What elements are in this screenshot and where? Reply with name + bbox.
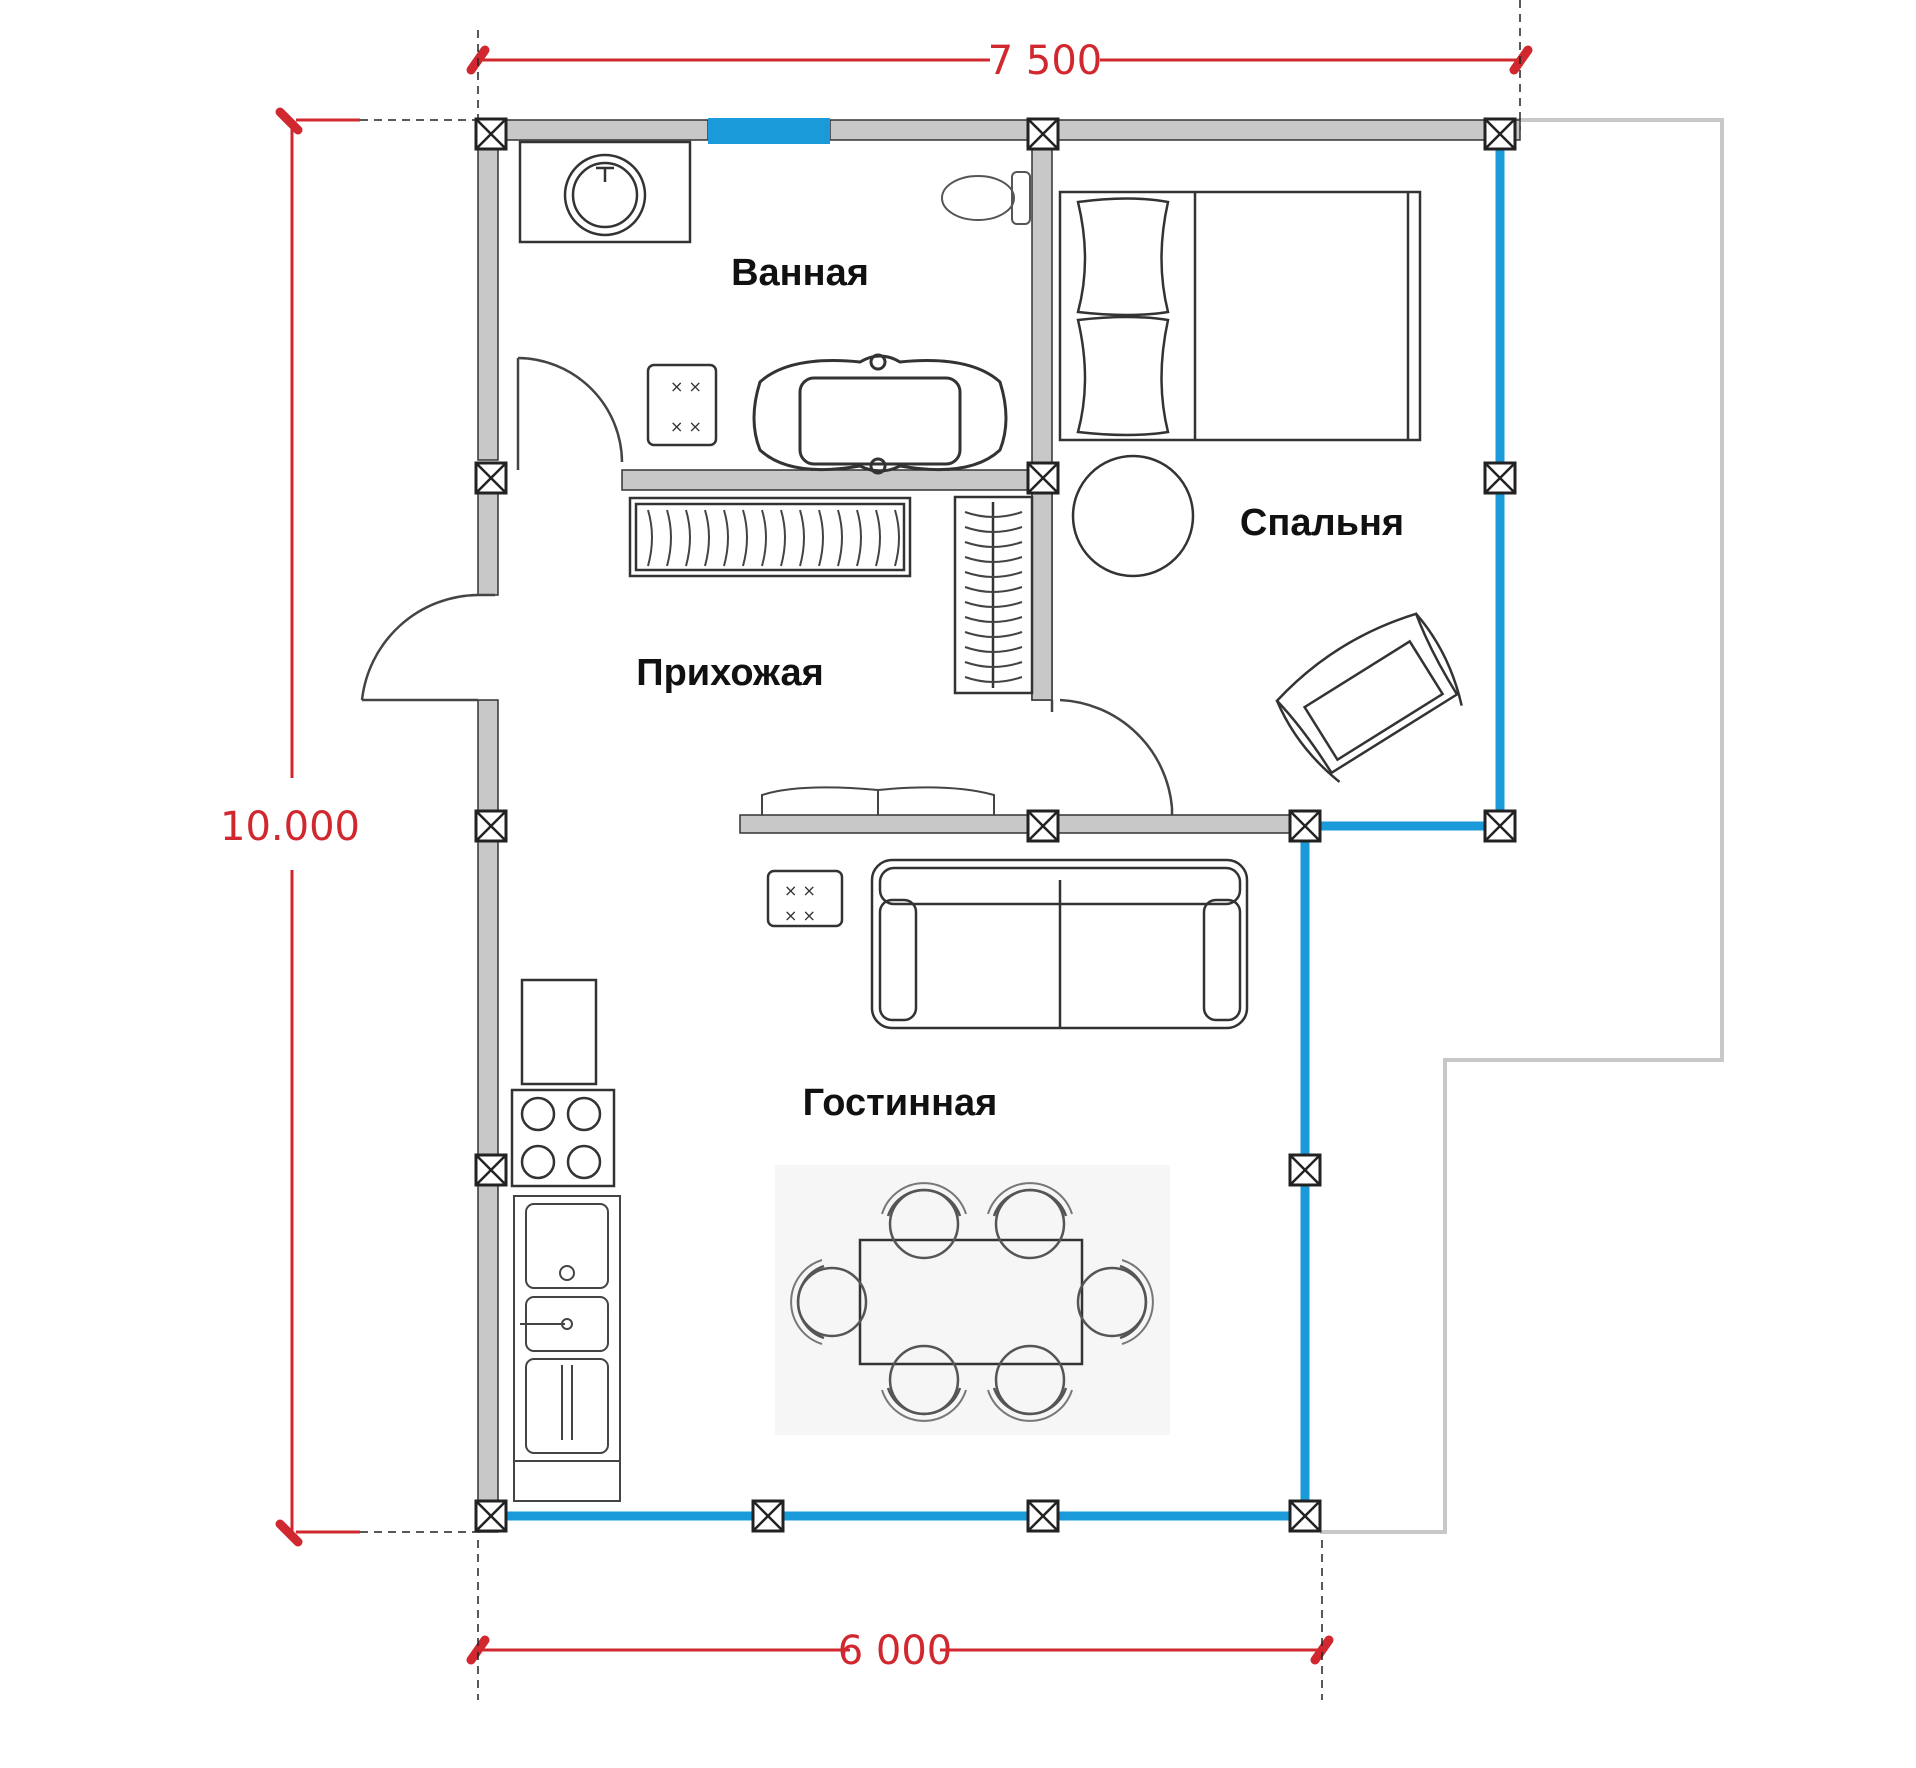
room-label-living-room: Гостинная: [803, 1082, 998, 1124]
wardrobe-hanger: [964, 676, 1023, 683]
wall-bedroom-hall: [1031, 479, 1053, 701]
svg-text:× ×: × ×: [784, 881, 816, 900]
hall-radiator: [628, 496, 912, 578]
wardrobe-hanger: [964, 571, 1023, 578]
dimension-bottom: [466, 1635, 1334, 1665]
washing-machine: × × × ×: [646, 363, 718, 447]
wardrobe-hanger: [964, 601, 1023, 608]
radiator-fin: [818, 509, 824, 567]
radiator-fin: [704, 509, 710, 567]
wardrobe-hanger: [964, 646, 1023, 653]
radiator-fin: [837, 509, 843, 567]
washbasin: [518, 140, 692, 244]
wall-bath-hall: [621, 469, 1033, 491]
room-label-bathroom: Ванная: [731, 252, 869, 294]
dimension-top: [466, 45, 1533, 75]
radiator-fin: [666, 509, 672, 567]
sofa: [870, 858, 1249, 1030]
wall-top-left: [477, 119, 709, 141]
door-bedroom: [1050, 698, 1174, 815]
dimension-left: [275, 107, 360, 1547]
wall-left-upper: [477, 119, 499, 461]
hall-radiator-fins: [647, 509, 900, 567]
room-label-hallway: Прихожая: [636, 652, 824, 694]
hall-wardrobe-fins: [964, 511, 1023, 683]
radiator-fin: [742, 509, 748, 567]
dining-set: [775, 1165, 1170, 1435]
radiator-fin: [894, 509, 900, 567]
svg-text:× ×: × ×: [784, 906, 816, 925]
radiator-fin: [647, 509, 653, 567]
wardrobe-hanger: [964, 616, 1023, 623]
refrigerator: [520, 978, 598, 1086]
radiator-fin: [780, 509, 786, 567]
toilet: [941, 171, 1031, 225]
dimension-label-bottom: 6 000: [838, 1628, 953, 1674]
hall-bench: [761, 786, 995, 815]
dimension-label-top: 7 500: [988, 38, 1103, 84]
kitchen-sink: [513, 1195, 621, 1502]
window-bathroom: [708, 118, 830, 144]
wall-left-mid: [477, 479, 499, 596]
radiator-fin: [761, 509, 767, 567]
doors: [360, 356, 1174, 815]
radiator-fin: [685, 509, 691, 567]
living-washing-machine: × × × ×: [766, 869, 844, 928]
room-label-bedroom: Спальня: [1240, 502, 1404, 544]
armchair: [1275, 612, 1463, 783]
radiator-fin: [856, 509, 862, 567]
wall-hall-living: [739, 814, 1301, 834]
radiator-fin: [799, 509, 805, 567]
walls: [477, 119, 1521, 1533]
hall-wardrobe: [953, 495, 1034, 695]
wardrobe-hanger: [964, 541, 1023, 548]
radiator-fin: [723, 509, 729, 567]
wardrobe-hanger: [964, 586, 1023, 593]
bathtub: [752, 353, 1008, 475]
wardrobe-hanger: [964, 661, 1023, 668]
wardrobe-hanger: [964, 631, 1023, 638]
bed: [1058, 190, 1422, 442]
terrace-outline: [1320, 118, 1724, 1534]
bedroom-round-table: [1071, 454, 1195, 578]
wardrobe-hanger: [964, 556, 1023, 563]
stove: [510, 1088, 616, 1188]
wardrobe-hanger: [964, 526, 1023, 533]
svg-text:× ×: × ×: [670, 377, 702, 396]
dimension-label-height: 10.000: [220, 804, 360, 850]
door-bathroom: [516, 356, 624, 470]
wall-top-right: [829, 119, 1521, 141]
wardrobe-hanger: [964, 511, 1023, 518]
door-entrance: [360, 593, 495, 702]
svg-text:× ×: × ×: [670, 417, 702, 436]
radiator-fin: [875, 509, 881, 567]
